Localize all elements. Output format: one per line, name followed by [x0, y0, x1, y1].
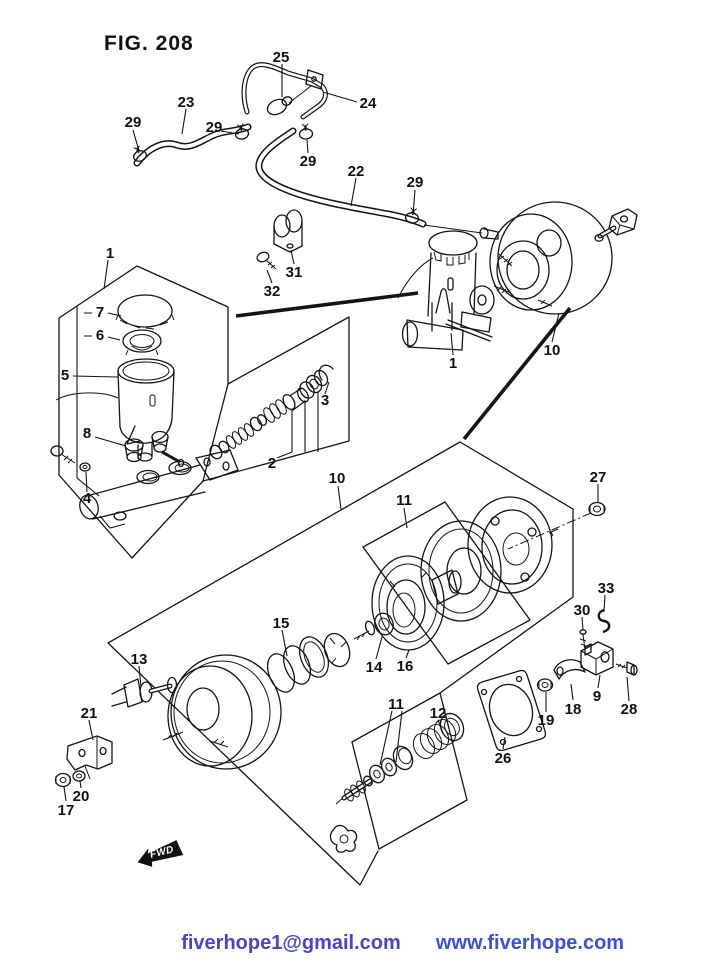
part-callout: 29: [206, 119, 223, 136]
part-callout: 1: [449, 355, 457, 372]
grommets-8-drawing: [124, 430, 185, 468]
part-callout: 24: [360, 95, 377, 112]
footer-website: www.fiverhope.com: [435, 932, 624, 954]
part-callout: 9: [593, 688, 601, 705]
footer-email: fiverhope1@gmail.com: [181, 932, 401, 954]
part-callout: 31: [286, 264, 303, 281]
part-callout: 21: [81, 705, 98, 722]
part-callout: 16: [397, 658, 414, 675]
pipe-24-drawing: [241, 62, 328, 120]
part-callout: 25: [273, 49, 290, 66]
part-callout: 1: [106, 245, 114, 262]
leader-lines: [63, 64, 630, 802]
nut-19-drawing: [536, 678, 554, 692]
bolt-28-drawing: [615, 661, 638, 676]
clamp-29-drawing: [298, 123, 314, 140]
part-callout: 11: [388, 696, 404, 713]
part-callout: 28: [621, 701, 638, 718]
part-callout: 4: [83, 490, 92, 507]
part-callout: 30: [574, 602, 591, 619]
strap-18-drawing: [553, 659, 586, 680]
booster-front-shell-drawing: [162, 654, 282, 770]
nut-17-drawing: [54, 772, 72, 788]
part-callout: 10: [544, 342, 561, 359]
part-callout: 32: [264, 283, 281, 300]
part-callout: 3: [321, 392, 329, 409]
part-callout: 33: [598, 580, 615, 597]
part-callout: 17: [58, 802, 75, 819]
block-9-drawing: [580, 641, 614, 676]
part-callout: 29: [125, 114, 142, 131]
rear-plate-16-drawing: [371, 555, 445, 651]
pointer-line-booster: [462, 306, 572, 441]
axis-centerline: [507, 512, 592, 550]
bolt-washer-4-drawing: [50, 445, 91, 472]
part-callout: 29: [300, 153, 317, 170]
part-callout: 29: [407, 174, 424, 191]
reservoir-cap-7-drawing: [115, 294, 175, 330]
nut-27-drawing: [588, 501, 606, 517]
piston-kit-2-3-drawing: [209, 364, 334, 460]
figure-title: FIG. 208: [104, 32, 194, 55]
pushrod-kit-11-12-drawing: [329, 712, 465, 853]
box-booster-kit: [107, 441, 574, 886]
clamp-29-drawing: [234, 123, 250, 140]
clamp-31-drawing: [273, 209, 303, 253]
part-callout: 19: [538, 712, 555, 729]
part-callout: 13: [131, 651, 148, 668]
bracket-21-drawing: [66, 735, 113, 780]
part-callout: 26: [495, 750, 512, 767]
master-cylinder-assembled-drawing: [397, 227, 513, 351]
diaphragm-6-drawing: [122, 329, 162, 356]
check-valve-25-drawing: [266, 85, 312, 116]
part-callout: 18: [565, 701, 582, 718]
pointer-line-mc: [235, 291, 419, 318]
part-callout: 14: [366, 659, 383, 676]
hose-23-drawing: [133, 123, 252, 167]
part-callout: 10: [329, 470, 346, 487]
part-callout: 27: [590, 469, 607, 486]
diaphragm-plate-11-drawing: [420, 520, 502, 622]
washer-20-drawing: [72, 770, 86, 782]
part-callout: 22: [348, 163, 365, 180]
master-cylinder-body-drawing: [79, 449, 239, 529]
part-callout: 23: [178, 94, 195, 111]
fwd-arrow-badge: FWD: [137, 840, 184, 867]
part-callouts: 25 23 29 29 24 29 22 29 31 32 1 7 6 5 8 …: [58, 49, 638, 819]
clamp-29-drawing: [133, 145, 147, 162]
part-callout: 5: [61, 367, 69, 384]
part-callout: 7: [96, 304, 104, 321]
rear-cover-11-drawing: [467, 496, 559, 594]
clip-33-drawing: [597, 608, 611, 634]
clevis-13-drawing: [111, 676, 178, 708]
part-callout: 2: [268, 455, 276, 472]
part-callout: 15: [273, 615, 290, 632]
gasket-26-drawing: [476, 669, 547, 752]
seal-rings-15-drawing: [266, 632, 351, 693]
reservoir-5-drawing: [55, 358, 175, 462]
part-callout: 20: [73, 788, 90, 805]
part-callout: 6: [96, 327, 104, 344]
footer-watermark: fiverhope1@gmail.com www.fiverhope.com: [181, 932, 624, 954]
booster-assembled-drawing: [489, 201, 638, 315]
bolt-32-drawing: [256, 251, 277, 270]
retainer-14-drawing: [353, 612, 394, 641]
part-callout: 12: [430, 705, 447, 722]
box-master-cylinder-kit: [58, 265, 350, 559]
part-callout: 11: [396, 492, 412, 509]
hose-22-drawing: [255, 127, 483, 234]
part-callout: 8: [83, 425, 91, 442]
